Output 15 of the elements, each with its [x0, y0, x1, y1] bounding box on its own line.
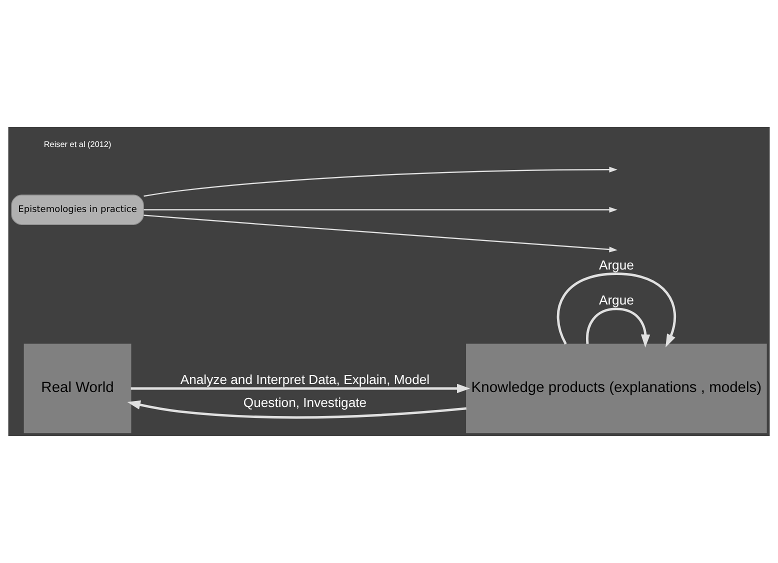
node-box: Real World	[24, 344, 132, 434]
edge-label: Analyze and Interpret Data, Explain, Model	[180, 372, 430, 388]
edge-label: Argue	[598, 257, 634, 272]
arrow	[586, 308, 650, 348]
node-box: Epistemologies in practice	[11, 194, 144, 225]
arrow	[144, 166, 618, 197]
arrow	[130, 384, 470, 394]
arrow	[127, 400, 467, 419]
node-box: Knowledge products (explanations , models)	[466, 344, 767, 434]
arrow	[144, 214, 618, 252]
arrow	[556, 272, 676, 348]
edge-label: Argue	[598, 292, 634, 308]
edge-label: Question, Investigate	[243, 395, 367, 410]
label: Reiser et al (2012)	[44, 140, 112, 150]
arrow	[144, 206, 618, 213]
